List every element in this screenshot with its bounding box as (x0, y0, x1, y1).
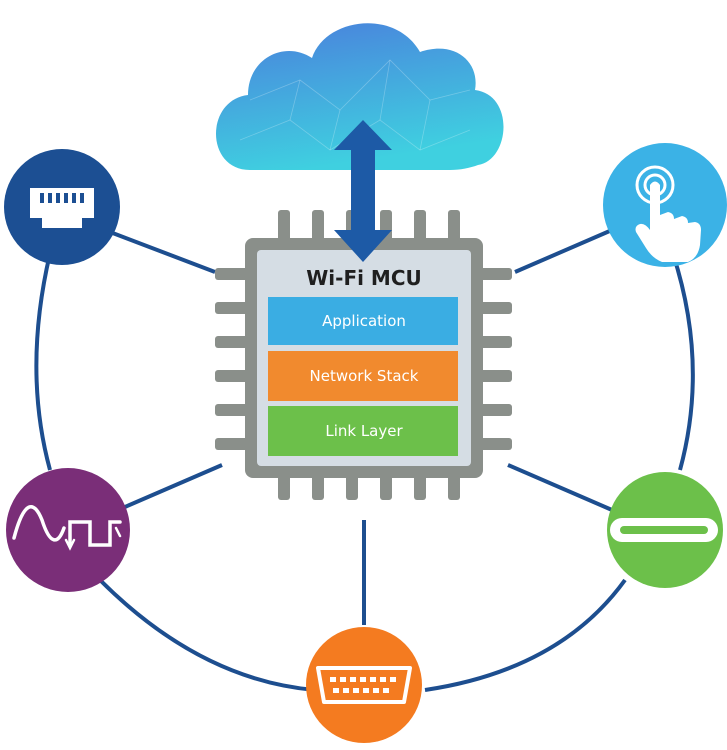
usb-c-port-icon (610, 518, 718, 542)
analog-digital-peripheral (6, 468, 130, 592)
chip-title: Wi-Fi MCU (306, 266, 422, 290)
obd-peripheral (306, 627, 422, 743)
obd-connector-icon (316, 666, 412, 704)
link-touch (514, 228, 613, 274)
connection-lines (34, 228, 695, 692)
usb-c-peripheral (607, 472, 723, 588)
touch-finger-icon (635, 165, 701, 262)
ethernet-peripheral (4, 149, 120, 265)
touch-peripheral (603, 143, 727, 267)
layer-application (268, 297, 458, 345)
layer-application-label: Application (322, 312, 406, 330)
layer-network-stack (268, 351, 458, 401)
link-bottom-right-arc (424, 578, 627, 692)
cloud-icon (215, 23, 504, 170)
link-bottom-left-arc (98, 578, 316, 692)
link-analog (117, 463, 223, 512)
ethernet-port-icon (30, 188, 94, 228)
link-usbc (507, 463, 613, 512)
layer-link-layer-label: Link Layer (325, 422, 403, 440)
layer-link-layer (268, 406, 458, 456)
mcu-chip: Wi-Fi MCU Application Network Stack Link… (245, 238, 483, 478)
layer-network-stack-label: Network Stack (310, 367, 419, 385)
link-right-arc (668, 244, 695, 471)
link-ethernet (109, 230, 216, 274)
link-left-arc (34, 229, 58, 471)
analog-digital-signal-icon (12, 505, 122, 551)
cloud-connection-arrow-icon (334, 120, 392, 262)
